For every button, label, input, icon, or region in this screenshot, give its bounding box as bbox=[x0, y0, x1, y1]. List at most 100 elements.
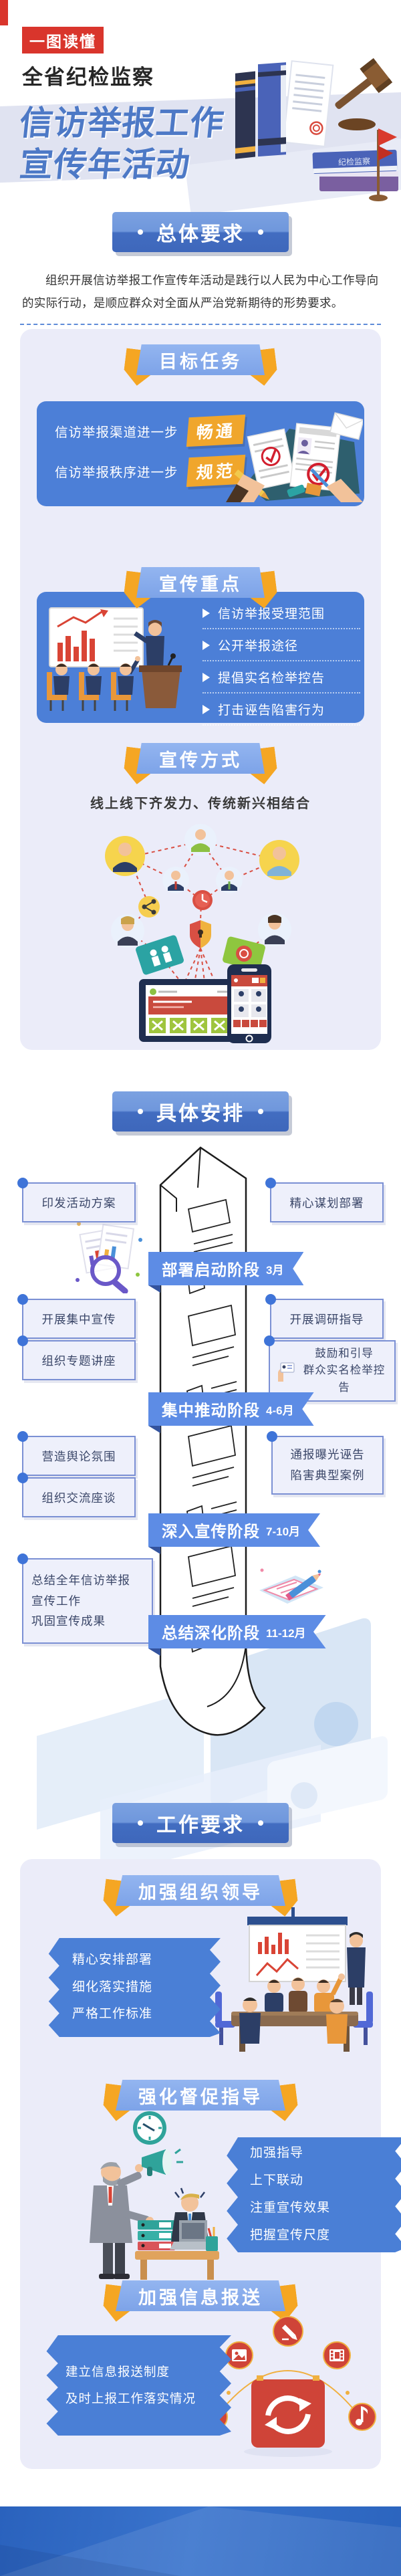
tablet-right-icon bbox=[223, 936, 265, 971]
clock-node-icon bbox=[192, 890, 213, 910]
music-node-icon bbox=[348, 2403, 376, 2431]
resume-paper-icon bbox=[289, 423, 342, 492]
clock-icon bbox=[133, 2111, 166, 2145]
dot-icon bbox=[258, 1820, 263, 1826]
focus-banner: 宣传重点 bbox=[136, 567, 265, 598]
stage-2: 集中推动阶段 4-6月 bbox=[148, 1392, 314, 1433]
dashed-divider bbox=[20, 324, 381, 325]
presenter-icon bbox=[134, 620, 182, 708]
pencil-paper-illustration bbox=[259, 1568, 323, 1604]
methods-banner-row: 宣传方式 bbox=[0, 743, 401, 782]
list-item: 打击诬告陷害行为 bbox=[203, 693, 360, 726]
flag-icon bbox=[369, 128, 397, 201]
document-icon bbox=[282, 60, 334, 148]
bar-chart-icon bbox=[57, 631, 95, 661]
focus-list: 信访举报受理范围 公开举报途径 提倡实名检举控告 打击诬告陷害行为 bbox=[203, 597, 360, 726]
dot-icon bbox=[258, 1109, 263, 1114]
timeline-scroll-illustration bbox=[159, 1146, 266, 1736]
phone-icon bbox=[227, 964, 271, 1043]
methods-subtitle: 线上线下齐发力、传统新兴相结合 bbox=[90, 796, 311, 811]
front-people-icons bbox=[239, 1998, 348, 2044]
cloud-sync-box-icon bbox=[251, 2375, 325, 2448]
require-banner-1: 加强组织领导 bbox=[116, 1875, 285, 1906]
usb-icon bbox=[287, 484, 305, 498]
focus-banner-row: 宣传重点 bbox=[0, 567, 401, 606]
overall-body-text: 组织开展信访举报工作宣传年活动是践行以人民为中心工作导向的实际行动，是顺应群众对… bbox=[22, 274, 379, 310]
presentation-meeting-illustration bbox=[47, 607, 182, 711]
plan-box-l6: 总结全年信访举报 宣传工作 巩固宣传成果 bbox=[17, 1553, 153, 1644]
tag-icon bbox=[305, 482, 322, 497]
person-node-topleft bbox=[105, 836, 145, 876]
image-node-icon bbox=[225, 2341, 253, 2369]
dot-icon bbox=[138, 1109, 143, 1114]
plan-box-l3: 组织专题讲座 bbox=[17, 1335, 136, 1380]
target-row2-label: 信访举报秩序进一步 bbox=[55, 465, 178, 480]
stage-4-name: 总结深化阶段 bbox=[162, 1624, 260, 1642]
require-g3-box: 建立信息报送制度 及时上报工作落实情况 bbox=[46, 2335, 231, 2436]
megaphone-icon bbox=[142, 2148, 183, 2176]
plan-box-r4: 通报曝光诬告 陷害典型案例 bbox=[267, 1431, 384, 1495]
shield-icon bbox=[190, 920, 211, 948]
arrow-bullet-icon bbox=[203, 704, 210, 714]
require-banner-3: 加强信息报送 bbox=[116, 2280, 285, 2311]
checked-documents-illustration bbox=[226, 412, 363, 502]
plan-box-r3-text: 鼓励和引导 群众实名检举控告 bbox=[303, 1347, 386, 1394]
section-title-plan: 具体安排 bbox=[156, 1103, 245, 1125]
magnifier-documents-illustration bbox=[76, 1216, 142, 1293]
person-node-topright bbox=[259, 840, 299, 880]
target-banner: 目标任务 bbox=[136, 344, 265, 375]
online-network-illustration bbox=[105, 824, 299, 1043]
plan-box-r3: 鼓励和引导 群众实名检举控告 bbox=[264, 1335, 396, 1402]
leadership-meeting-illustration bbox=[215, 1907, 373, 2052]
stage-1-name: 部署启动阶段 bbox=[162, 1261, 260, 1279]
list-item: 提倡实名检举控告 bbox=[203, 661, 360, 693]
plan-box-r2: 开展调研指导 bbox=[265, 1294, 384, 1339]
hand-id-card-icon bbox=[278, 1362, 295, 1382]
standing-person-icon bbox=[347, 1932, 366, 2005]
section-header-plan: 具体安排 bbox=[112, 1091, 289, 1132]
list-item: 公开举报途径 bbox=[203, 629, 360, 661]
decor-circle bbox=[314, 1702, 358, 1746]
cloud-media-sync-illustration bbox=[200, 2316, 376, 2457]
stage-3: 深入宣传阶段 7-10月 bbox=[148, 1513, 321, 1554]
list-item: 信访举报受理范围 bbox=[203, 597, 360, 629]
standing-book-dark-icon bbox=[235, 71, 255, 159]
arrow-bullet-icon bbox=[203, 640, 210, 650]
film-node-icon bbox=[323, 2341, 351, 2369]
footer-band bbox=[0, 2506, 401, 2576]
stage-4-time: 11-12月 bbox=[266, 1626, 306, 1640]
require-banner-3-row: 加强信息报送 bbox=[0, 2280, 401, 2319]
organization-label: 全省纪检监察 bbox=[22, 66, 154, 89]
share-node-icon bbox=[138, 896, 160, 918]
laptop-small-icon bbox=[170, 2220, 217, 2250]
person-node-top bbox=[184, 824, 217, 856]
section-header-require: 工作要求 bbox=[112, 1803, 289, 1843]
gavel-icon bbox=[335, 58, 393, 109]
supervision-megaphone-illustration bbox=[90, 2148, 219, 2280]
desk-icon bbox=[135, 2251, 219, 2280]
arrow-bullet-icon bbox=[203, 672, 210, 682]
methods-banner: 宣传方式 bbox=[136, 743, 265, 774]
arrow-bullet-icon bbox=[203, 608, 210, 618]
dot-icon bbox=[258, 229, 263, 235]
focus-item-text: 提倡实名检举控告 bbox=[218, 671, 325, 685]
stage-2-name: 集中推动阶段 bbox=[162, 1402, 260, 1419]
person-node-midright bbox=[216, 867, 243, 893]
ribbon-fold-icon bbox=[148, 1547, 160, 1554]
target-row-1: 信访举报渠道进一步 畅通 bbox=[55, 414, 245, 447]
pencil-node-icon bbox=[273, 2316, 303, 2347]
pen-cup-icon bbox=[206, 2227, 218, 2251]
section-header-overall: 总体要求 bbox=[112, 212, 289, 252]
right-hand-icon bbox=[326, 479, 363, 502]
pen-icon bbox=[310, 468, 329, 488]
svg-text:纪检监察: 纪检监察 bbox=[338, 156, 371, 167]
stage-2-time: 4-6月 bbox=[266, 1404, 294, 1417]
target-row-2: 信访举报秩序进一步 规范 bbox=[55, 454, 245, 488]
require-banner-1-row: 加强组织领导 bbox=[0, 1875, 401, 1914]
plan-box-r1: 精心谋划部署 bbox=[265, 1178, 384, 1222]
decor-circle bbox=[291, 1782, 317, 1809]
focus-item-text: 公开举报途径 bbox=[218, 639, 299, 653]
person-node-womanright bbox=[258, 913, 291, 946]
checked-paper-icon bbox=[247, 428, 296, 490]
